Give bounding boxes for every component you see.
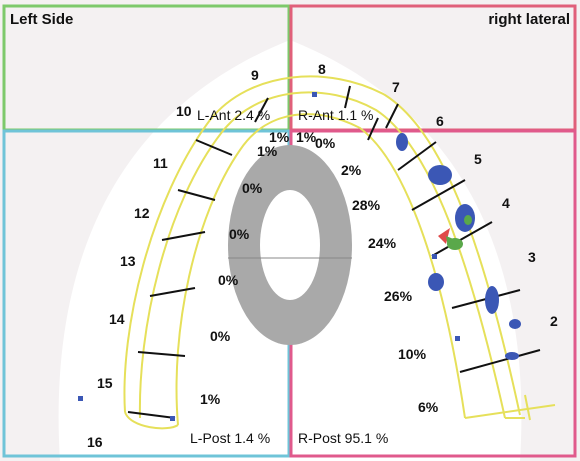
tooth-number: 5 bbox=[474, 151, 482, 167]
tooth-number: 3 bbox=[528, 249, 536, 265]
contact-point bbox=[312, 92, 317, 97]
center-ellipse-hole bbox=[260, 190, 320, 300]
tooth-number: 14 bbox=[109, 311, 125, 327]
contact-blob bbox=[396, 133, 408, 151]
contact-point bbox=[170, 416, 175, 421]
tooth-number: 6 bbox=[436, 113, 444, 129]
l-ant-label: L-Ant 2.4 % bbox=[197, 107, 270, 123]
tooth-number: 12 bbox=[134, 205, 150, 221]
left-percentage: 0% bbox=[218, 272, 239, 288]
contact-blob bbox=[509, 319, 521, 329]
contact-blob bbox=[428, 165, 452, 185]
contact-point bbox=[78, 396, 83, 401]
contact-blob bbox=[485, 286, 499, 314]
contact-blob bbox=[505, 352, 519, 360]
contact-blob bbox=[428, 273, 444, 291]
left-percentage: 1% bbox=[269, 129, 290, 145]
center-of-force-marker bbox=[438, 228, 456, 248]
left-percentage: 0% bbox=[242, 180, 263, 196]
right-percentage: 10% bbox=[398, 346, 427, 362]
contact-blob bbox=[464, 215, 472, 225]
right-percentage: 2% bbox=[341, 162, 362, 178]
left-percentage: 1% bbox=[257, 143, 278, 159]
right-percentage: 6% bbox=[418, 399, 439, 415]
tooth-number: 8 bbox=[318, 61, 326, 77]
right-lateral-title: right lateral bbox=[488, 11, 570, 28]
l-post-label: L-Post 1.4 % bbox=[190, 430, 270, 446]
right-percentage: 26% bbox=[384, 288, 413, 304]
left-percentage: 0% bbox=[229, 226, 250, 242]
tooth-number: 13 bbox=[120, 253, 136, 269]
tooth-number: 10 bbox=[176, 103, 192, 119]
tooth-number: 9 bbox=[251, 67, 259, 83]
tooth-number: 15 bbox=[97, 375, 113, 391]
tooth-number: 16 bbox=[87, 434, 103, 450]
right-percentage: 1% bbox=[296, 129, 317, 145]
tooth-number: 2 bbox=[550, 313, 558, 329]
left-side-title: Left Side bbox=[10, 11, 73, 28]
left-percentage: 0% bbox=[210, 328, 231, 344]
right-percentage: 24% bbox=[368, 235, 397, 251]
contact-point bbox=[432, 254, 437, 259]
tooth-number: 4 bbox=[502, 195, 510, 211]
left-percentage: 1% bbox=[200, 391, 221, 407]
r-post-label: R-Post 95.1 % bbox=[298, 430, 388, 446]
r-ant-label: R-Ant 1.1 % bbox=[298, 107, 373, 123]
tooth-number: 7 bbox=[392, 79, 400, 95]
right-percentage: 0% bbox=[315, 135, 336, 151]
right-percentage: 28% bbox=[352, 197, 381, 213]
contact-point bbox=[455, 336, 460, 341]
tooth-number: 11 bbox=[153, 155, 168, 171]
